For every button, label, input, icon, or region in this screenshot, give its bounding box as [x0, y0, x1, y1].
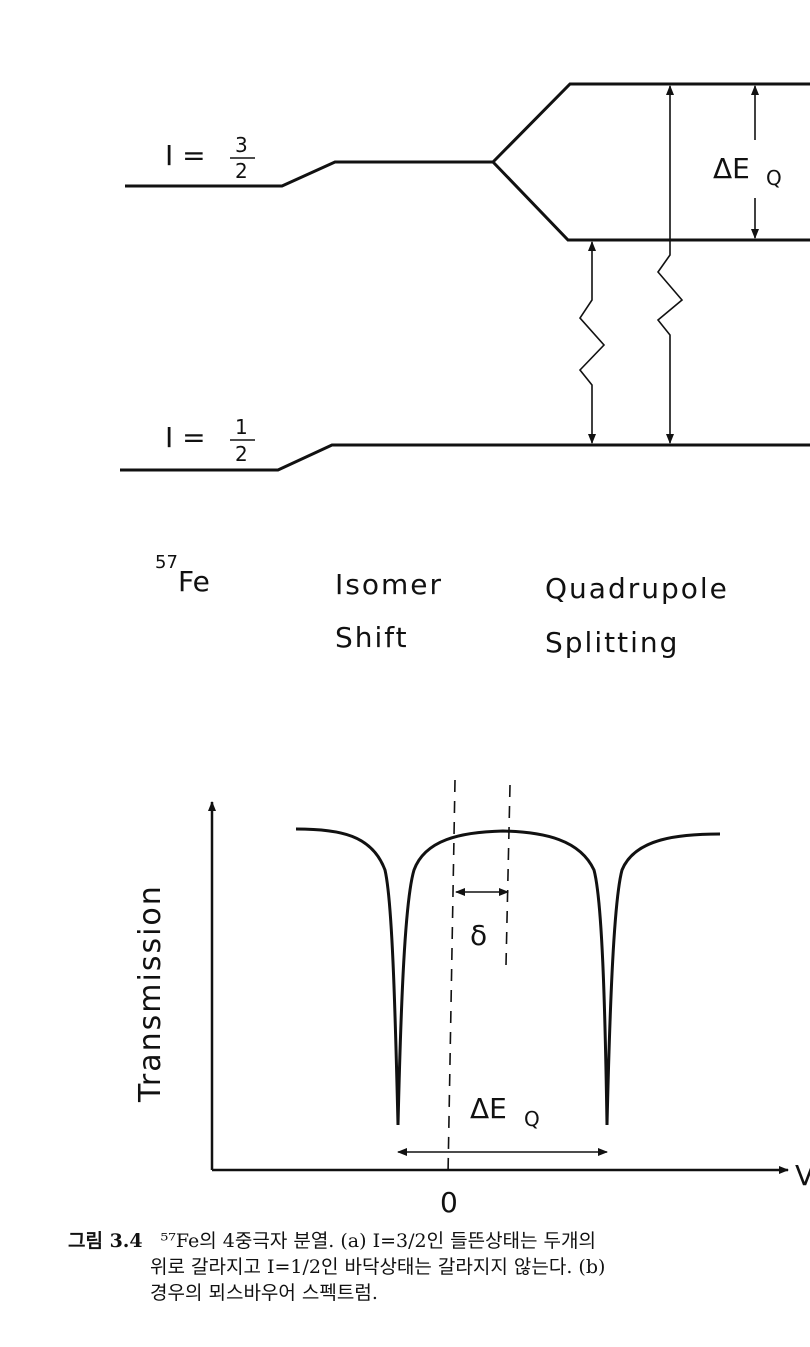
spin-symbol: I =: [165, 139, 206, 172]
splitting-label-b: ΔE: [470, 1092, 507, 1125]
splitting-label: Splitting: [545, 626, 679, 659]
transition-arrow-1: [578, 241, 606, 444]
quadrupole-label: Quadrupole: [545, 572, 729, 605]
transition-arrow-2: [656, 85, 684, 444]
figure-number: 그림 3.4: [68, 1230, 143, 1252]
isotope-mass: 57: [155, 552, 178, 573]
splitting-sub-b: Q: [524, 1107, 540, 1131]
center-dashed-line: [505, 784, 511, 966]
zero-label: 0: [440, 1186, 458, 1219]
splitting-label-a: ΔE: [713, 152, 750, 185]
zero-dashed-line: [447, 779, 456, 1176]
spin-numerator: 1: [235, 415, 248, 439]
excited-spin-label: I = 3 2: [165, 133, 255, 183]
x-axis-label: V: [795, 1159, 810, 1192]
y-axis-label: Transmission: [133, 884, 168, 1103]
isotope-label: Fe: [178, 565, 210, 598]
caption-line-1: ⁵⁷Fe의 4중극자 분열. (a) I=3/2인 들뜬상태는 두개의: [160, 1230, 596, 1252]
spectrum-curve: [295, 827, 721, 1126]
ground-level-line: [120, 443, 810, 472]
excited-split-lower: [491, 160, 810, 242]
spin-denominator: 2: [235, 442, 248, 466]
ground-spin-label: I = 1 2: [165, 415, 255, 466]
caption-line-3: 경우의 뫼스바우어 스펙트럼.: [150, 1282, 378, 1304]
excited-level-line: [125, 160, 493, 188]
shift-label: Shift: [335, 621, 409, 654]
caption-line-2: 위로 갈라지고 I=1/2인 바닥상태는 갈라지지 않는다. (b): [150, 1256, 606, 1278]
splitting-sub-a: Q: [766, 166, 782, 190]
spin-denominator: 2: [235, 159, 248, 183]
figure-caption: 그림 3.4 ⁵⁷Fe의 4중극자 분열. (a) I=3/2인 들뜬상태는 두개…: [68, 1228, 810, 1306]
excited-split-upper: [491, 82, 810, 164]
isomer-label: Isomer: [335, 568, 443, 601]
spin-symbol: I =: [165, 421, 206, 454]
delta-label: δ: [470, 919, 487, 952]
spin-numerator: 3: [235, 133, 248, 157]
